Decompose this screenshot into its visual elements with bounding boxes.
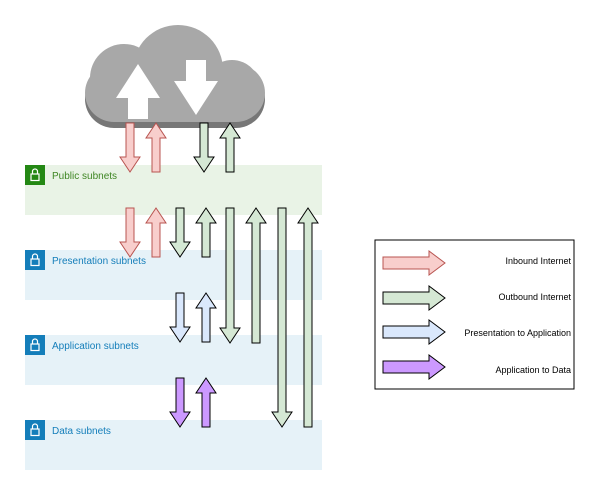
subnet-label-presentation: Presentation subnets xyxy=(52,256,146,267)
inbound-arrow-public-to-cloud-up xyxy=(145,122,167,173)
application-to-data-arrow-down xyxy=(169,377,191,428)
legend: Inbound Internet Outbound Internet Prese… xyxy=(374,239,575,390)
legend-label-presentation-to-application: Presentation to Application xyxy=(464,328,571,338)
outbound-arrow-cloud-to-public-down xyxy=(193,122,215,173)
legend-arrow-application-to-data xyxy=(382,354,446,380)
outbound-arrow-public-to-presentation-down xyxy=(169,207,191,258)
outbound-arrow-public-to-data-down xyxy=(271,207,293,428)
subnet-application: Application subnets xyxy=(25,335,322,385)
lock-icon xyxy=(25,420,45,440)
legend-label-application-to-data: Application to Data xyxy=(495,365,571,375)
inbound-arrow-presentation-to-public-up xyxy=(145,207,167,258)
inbound-arrow-public-to-presentation-down xyxy=(119,207,141,258)
subnet-data: Data subnets xyxy=(25,420,322,470)
subnet-band-data xyxy=(25,420,322,470)
lock-icon xyxy=(25,335,45,355)
lock-icon xyxy=(25,165,45,185)
outbound-arrow-presentation-to-public-up xyxy=(195,207,217,258)
subnet-band-application xyxy=(25,335,322,385)
subnet-label-public: Public subnets xyxy=(52,171,117,182)
application-to-presentation-arrow-up xyxy=(195,292,217,343)
outbound-arrow-public-to-application-down xyxy=(219,207,241,344)
subnet-public: Public subnets xyxy=(25,165,322,215)
lock-icon xyxy=(25,250,45,270)
subnet-label-application: Application subnets xyxy=(52,341,139,352)
outbound-arrow-data-to-public-up xyxy=(297,207,319,428)
outbound-arrow-application-to-public-up xyxy=(245,207,267,344)
legend-arrow-outbound-internet xyxy=(382,285,446,311)
subnet-band-public xyxy=(25,165,322,215)
data-to-application-arrow-up xyxy=(195,377,217,428)
cloud-upload-download-icon xyxy=(85,25,265,128)
legend-label-outbound-internet: Outbound Internet xyxy=(498,292,571,302)
legend-label-inbound-internet: Inbound Internet xyxy=(505,256,571,266)
inbound-arrow-cloud-to-public-down xyxy=(119,122,141,173)
upload-arrow-icon xyxy=(116,64,160,119)
legend-arrow-inbound-internet xyxy=(382,250,446,276)
subnet-presentation: Presentation subnets xyxy=(25,250,322,300)
download-arrow-icon xyxy=(174,60,218,115)
legend-arrow-presentation-to-application xyxy=(382,319,446,345)
subnet-label-data: Data subnets xyxy=(52,426,111,437)
subnet-band-presentation xyxy=(25,250,322,300)
outbound-arrow-public-to-cloud-up xyxy=(219,122,241,173)
flow-arrows xyxy=(119,122,319,428)
presentation-to-application-arrow-down xyxy=(169,292,191,343)
